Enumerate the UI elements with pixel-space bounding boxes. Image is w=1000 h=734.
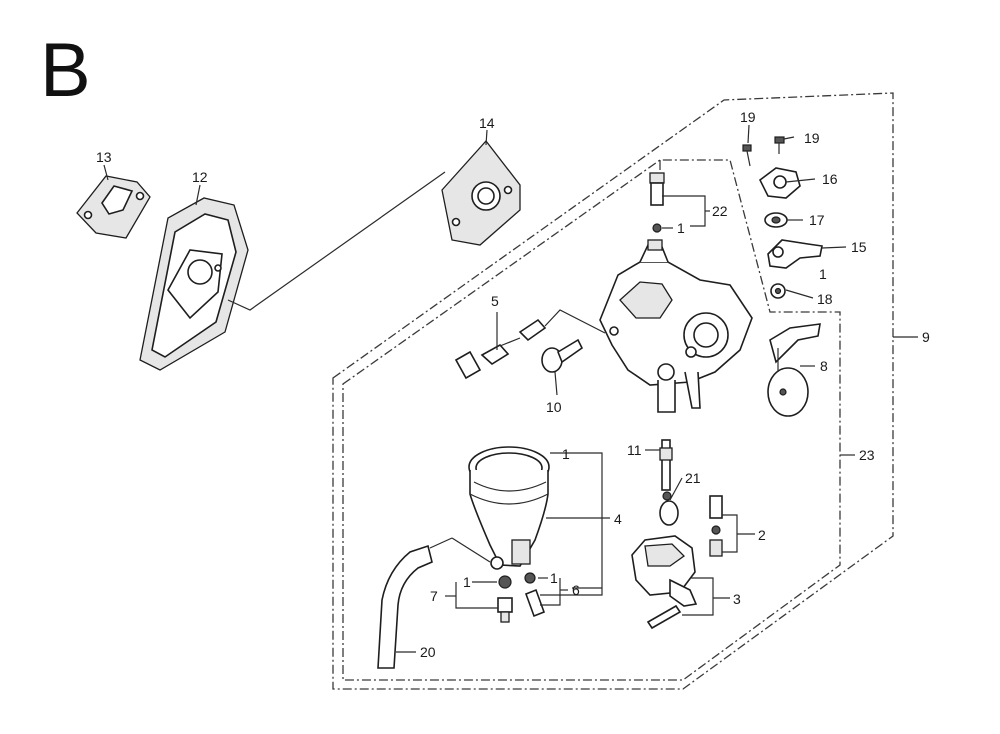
callout-1-f: 1: [819, 266, 827, 282]
callout-23: 23: [859, 447, 875, 463]
callout-15: 15: [851, 239, 867, 255]
section-letter: B: [40, 28, 91, 113]
callout-4: 4: [614, 511, 622, 527]
callout-7: 7: [430, 588, 438, 604]
callout-19-left: 19: [740, 109, 756, 125]
screw-19-right: [774, 136, 785, 154]
callout-1-e: 1: [677, 220, 685, 236]
drain-screw-6: [524, 572, 546, 618]
float-3: [631, 535, 698, 630]
float-bowl-4: [468, 446, 550, 570]
jet-22: [649, 172, 665, 233]
callout-17: 17: [809, 212, 825, 228]
callout-20: 20: [420, 644, 436, 660]
nut-18: [770, 283, 786, 299]
leader-12-14: [227, 171, 446, 311]
callout-2: 2: [758, 527, 766, 543]
washer-17: [764, 212, 788, 228]
callout-labels: 13 12 14 19 19 16 17 15 1 18 22 1 8 9 23…: [96, 109, 930, 660]
drain-tube-20: [377, 544, 433, 669]
callout-9: 9: [922, 329, 930, 345]
callout-21: 21: [685, 470, 701, 486]
callout-3: 3: [733, 591, 741, 607]
bracket-16: [758, 167, 801, 199]
jet-2: [709, 495, 723, 557]
callout-14: 14: [479, 115, 495, 131]
gasket-13: [76, 175, 151, 239]
callout-1-b: 1: [463, 574, 471, 590]
lever-15: [767, 239, 823, 269]
callout-13: 13: [96, 149, 112, 165]
assembly-frame-23: [342, 159, 841, 681]
callout-11: 11: [627, 442, 642, 458]
leader-lines: [103, 124, 918, 653]
callout-8: 8: [820, 358, 828, 374]
drain-screw-7: [497, 575, 513, 623]
callout-16: 16: [822, 171, 838, 187]
insulator-12: [139, 197, 249, 371]
callout-1-c: 1: [550, 570, 558, 586]
carburetor-body: [599, 239, 753, 413]
choke-valve-8: [767, 323, 821, 417]
callout-18: 18: [817, 291, 833, 307]
needle-11: [659, 439, 679, 526]
callout-12: 12: [192, 169, 208, 185]
screw-5: [454, 318, 547, 380]
callout-5: 5: [491, 293, 499, 309]
screw-10: [541, 338, 584, 373]
callout-22: 22: [712, 203, 728, 219]
callout-10: 10: [546, 399, 562, 415]
assembly-frame-9: [332, 92, 894, 690]
callout-6: 6: [572, 582, 580, 598]
callout-19-right: 19: [804, 130, 820, 146]
screw-19-left: [742, 144, 752, 167]
gasket-14: [441, 139, 521, 246]
callout-1-a: 1: [562, 446, 570, 462]
